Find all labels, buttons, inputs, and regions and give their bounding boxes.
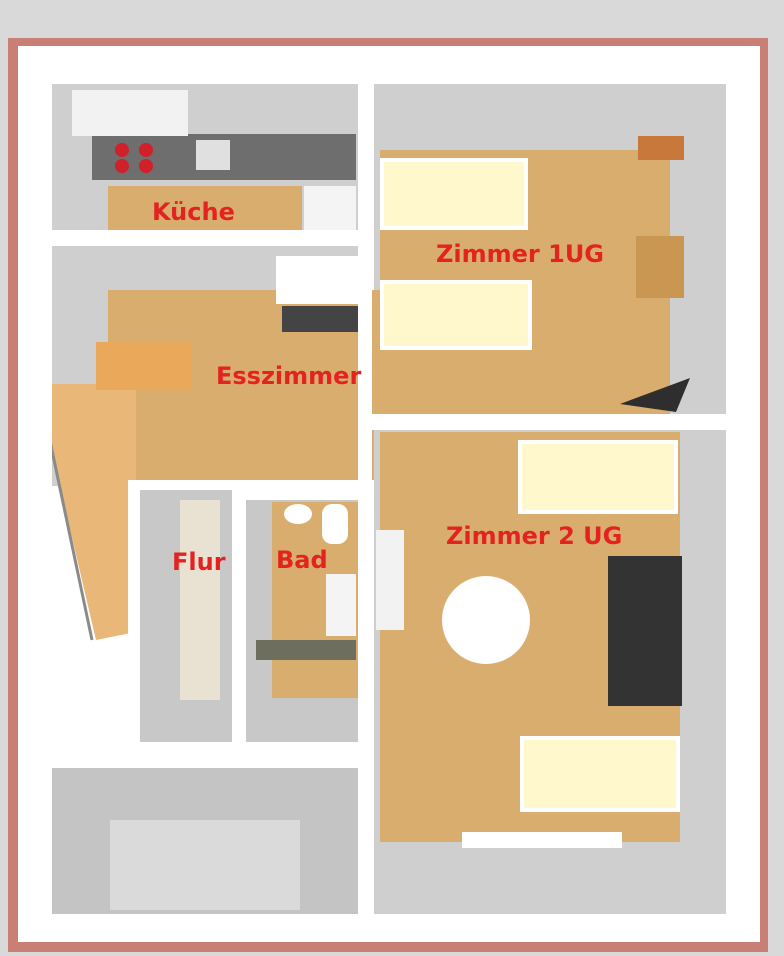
room2-label: Zimmer 2 UG xyxy=(446,522,623,550)
kitchen-label: Küche xyxy=(152,198,235,226)
kitchen-sink xyxy=(196,140,230,170)
tv-stand xyxy=(376,530,404,630)
staircase xyxy=(36,384,136,640)
radiator xyxy=(462,832,622,848)
dining-table xyxy=(96,342,192,390)
bathtub xyxy=(322,504,348,544)
hallway-runner xyxy=(180,500,220,700)
round-table xyxy=(442,576,530,664)
bathroom-label: Bad xyxy=(276,546,328,574)
nightstand xyxy=(638,136,684,160)
fridge xyxy=(304,186,356,230)
stove-burner xyxy=(115,143,129,157)
hallway-label: Flur xyxy=(172,548,226,576)
bed xyxy=(518,440,678,514)
dining-label: Esszimmer xyxy=(216,362,362,390)
dining-bench xyxy=(276,256,358,304)
chair xyxy=(620,378,690,412)
stove-burner xyxy=(139,159,153,173)
room1-label: Zimmer 1UG xyxy=(436,240,604,268)
desk xyxy=(636,236,684,298)
bath-mat xyxy=(256,640,356,660)
washbasin xyxy=(326,574,356,636)
bed xyxy=(380,280,532,350)
kitchen-wood xyxy=(108,186,302,230)
kitchen-shelf xyxy=(282,306,358,332)
toilet xyxy=(284,504,312,524)
interior-walls xyxy=(34,60,742,930)
stove-burner xyxy=(115,159,129,173)
bed xyxy=(520,736,680,812)
sofa xyxy=(608,556,682,706)
stove-burner xyxy=(139,143,153,157)
storage-inner xyxy=(110,820,300,910)
dining-bar xyxy=(370,340,460,412)
bed xyxy=(380,158,528,230)
kitchen-cabinet xyxy=(72,90,188,136)
